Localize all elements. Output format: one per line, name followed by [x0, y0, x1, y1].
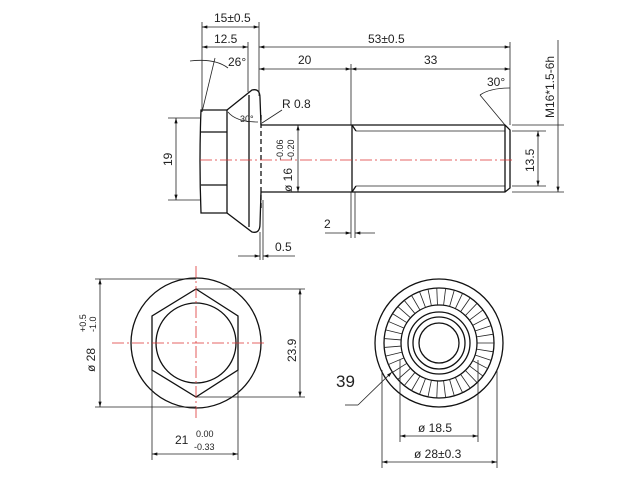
serration-tooth	[476, 333, 494, 338]
serration-tooth	[454, 293, 463, 309]
serration-tooth	[474, 325, 492, 332]
dim-inner-dia: ø 18.5	[418, 421, 452, 435]
dim-flats-tol-lower: -0.33	[194, 442, 215, 452]
dim-flange-tol-upper: +0.5	[78, 314, 88, 332]
dim-shank-tol-lower: -0.20	[286, 139, 296, 160]
dim-length: 53±0.5	[368, 32, 405, 46]
serration-tooth	[465, 303, 478, 316]
dim-outer-dia: ø 28±0.3	[414, 447, 462, 461]
dim-groove: 2	[324, 217, 331, 231]
serration-tooth	[443, 288, 447, 306]
serration-tooth	[449, 290, 455, 307]
serration-tooth	[460, 374, 471, 389]
serration-tooth	[427, 380, 432, 397]
dim-head-height: 15±0.5	[214, 11, 251, 25]
serration-tooth	[454, 377, 463, 393]
serration-tooth	[472, 360, 488, 369]
thread-spec: M16*1.5-6h	[543, 56, 557, 118]
dim-hex-width: 19	[161, 152, 175, 166]
serration-tooth	[419, 378, 426, 395]
serration-tooth	[469, 309, 484, 321]
serration-tooth	[403, 300, 416, 314]
dim-minor-dia: 13.5	[523, 148, 537, 172]
serration-tooth	[474, 354, 492, 361]
serration-tooth	[385, 351, 403, 357]
dim-shank-tol-upper: -0.06	[275, 139, 285, 160]
angle-underhead: 30°	[240, 114, 254, 124]
dim-serration: 0.5	[275, 240, 292, 254]
serration-tooth	[472, 317, 488, 326]
bottom-view: 39 ø 18.5 ø 28±0.3	[336, 278, 504, 468]
side-view: 15±0.5 12.5 53±0.5 20 33 30° 26° 30° R 0…	[161, 11, 564, 260]
serration-tooth	[384, 338, 402, 341]
outer-circle	[374, 278, 504, 408]
flange-outline	[226, 89, 262, 233]
serration-tooth	[449, 379, 455, 396]
shank-outline	[261, 124, 511, 193]
dim-head-hex: 12.5	[214, 32, 238, 46]
serrations	[384, 288, 494, 398]
serration-tooth	[443, 380, 447, 398]
serration-tooth	[403, 372, 416, 386]
angle-flange: 26°	[228, 55, 246, 69]
dim-unthreaded: 20	[298, 53, 312, 67]
radius-label: R 0.8	[282, 97, 311, 111]
dim-across-flats: 21	[175, 433, 189, 447]
serration-tooth	[384, 345, 402, 348]
serration-tooth	[411, 375, 421, 391]
serration-tooth	[460, 297, 471, 312]
dim-flange-dia: ø 28	[84, 348, 98, 372]
serration-tooth	[397, 306, 411, 319]
dim-across-corners: 23.9	[285, 338, 299, 362]
dim-flats-tol-upper: 0.00	[196, 429, 214, 439]
serration-tooth	[392, 313, 408, 324]
dim-flange-tol-lower: -1.0	[88, 316, 98, 332]
hex-head-outline	[199, 109, 228, 214]
serration-tooth	[436, 380, 438, 398]
front-view: ø 28 +0.5 -1.0 23.9 21 0.00 -0.33	[78, 266, 305, 460]
serration-tooth	[388, 357, 405, 365]
serration-tooth	[411, 295, 421, 311]
dim-threaded: 33	[424, 53, 438, 67]
serration-tooth	[388, 321, 405, 329]
serration-tooth	[385, 329, 403, 335]
serration-tooth	[436, 288, 438, 306]
serration-tooth	[419, 291, 426, 308]
serration-tooth	[476, 348, 494, 353]
serration-tooth	[465, 370, 478, 383]
serration-tooth	[469, 365, 484, 377]
serration-count: 39	[336, 372, 355, 391]
dim-shank-dia: ø 16	[281, 168, 295, 192]
serration-tooth	[427, 289, 432, 306]
angle-chamfer: 30°	[487, 75, 505, 89]
